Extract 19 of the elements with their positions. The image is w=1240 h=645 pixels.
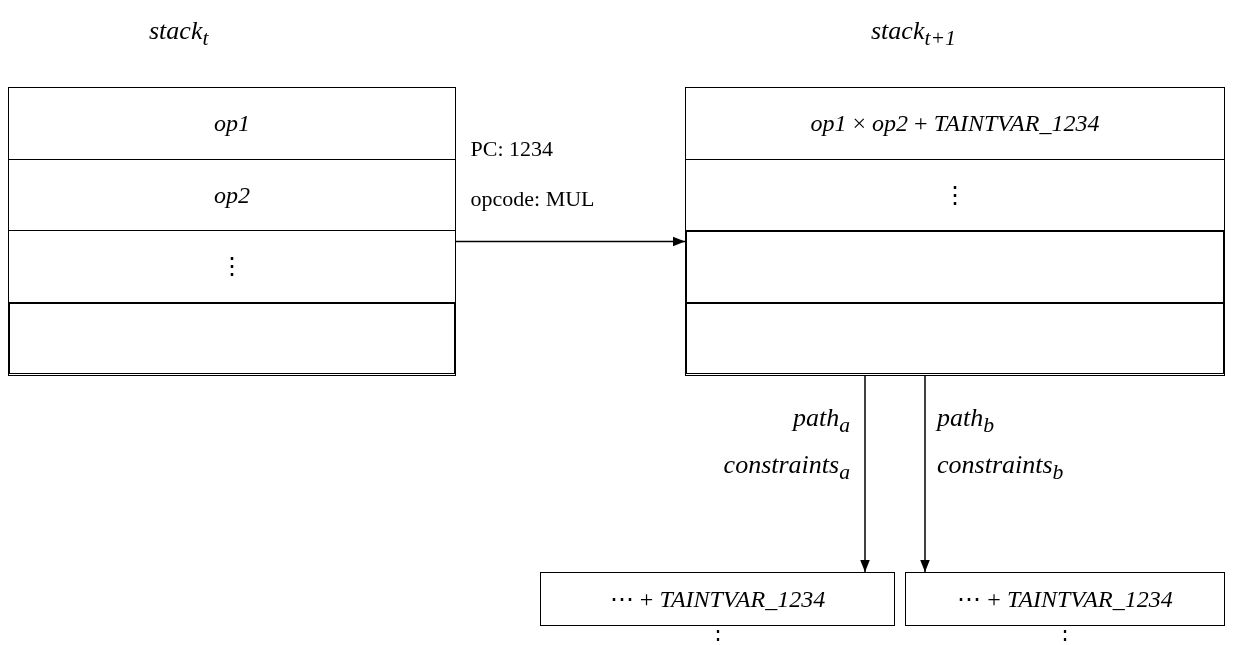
box-text: ⋯ + TAINTVAR_1234 bbox=[957, 587, 1173, 611]
stack-label: stack$_{t}$ bbox=[149, 16, 209, 52]
value-box bbox=[540, 572, 895, 626]
stack-cell bbox=[9, 302, 455, 374]
cell-text: ⋮ bbox=[943, 182, 967, 207]
arrow bbox=[920, 375, 930, 573]
arrow bbox=[455, 236, 686, 247]
stack-cell bbox=[686, 231, 1224, 303]
cell-text: ⋮ bbox=[220, 254, 244, 279]
arrow bbox=[860, 375, 870, 573]
value-box bbox=[905, 572, 1225, 626]
cell-text: op1 bbox=[214, 111, 250, 136]
box-text: ⋯ + TAINTVAR_1234 bbox=[609, 587, 826, 611]
stack-label: stack$_{t+1}$ bbox=[871, 16, 956, 52]
ellipsis-text: ⋮ bbox=[1054, 628, 1076, 645]
cell-text: op2 bbox=[214, 182, 250, 207]
ellipsis-text: ⋮ bbox=[706, 628, 729, 645]
cell-text: op1 × op2 + TAINTVAR_1234 bbox=[810, 111, 1100, 136]
stack-cell bbox=[686, 302, 1224, 374]
